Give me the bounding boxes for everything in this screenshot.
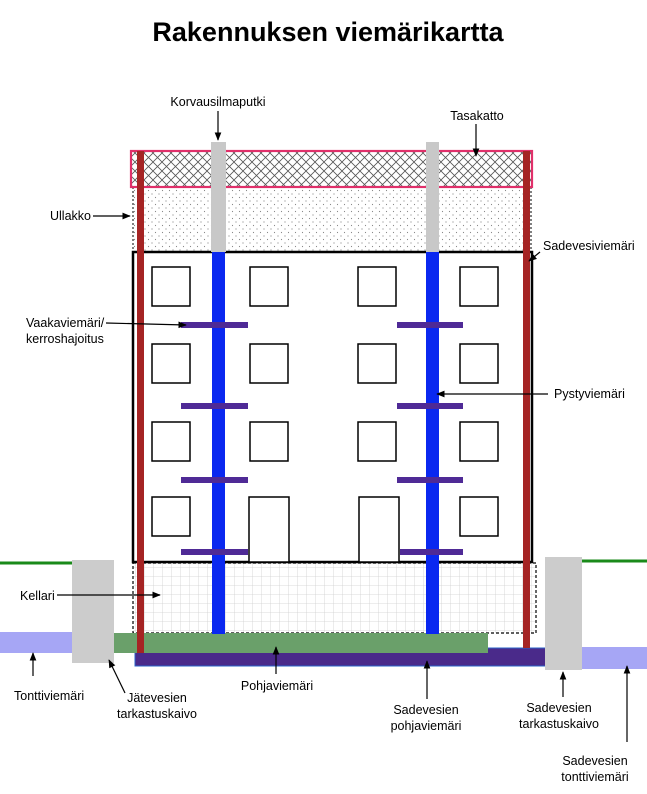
window	[357, 266, 397, 307]
window	[151, 266, 191, 307]
lot-rain-sewer-right	[582, 647, 647, 669]
base-sewer	[113, 633, 488, 653]
label-vaakaviemari-line1: Vaakaviemäri/	[26, 316, 105, 330]
window	[459, 266, 499, 307]
label-sadevesien-tonttiviemari-line2: tonttiviemäri	[561, 770, 628, 784]
horizontal-branch	[397, 477, 463, 483]
page-title: Rakennuksen viemärikartta	[152, 17, 504, 47]
label-kellari: Kellari	[20, 589, 55, 603]
vertical-sewer-left	[212, 252, 225, 634]
label-sadevesien-tarkastuskaivo-line2: tarkastuskaivo	[519, 717, 599, 731]
vertical-sewer-right	[426, 252, 439, 634]
label-sadevesien-tonttiviemari-line1: Sadevesien	[562, 754, 627, 768]
door-right	[358, 496, 400, 563]
door-left	[248, 496, 290, 563]
window	[249, 343, 289, 384]
windows	[151, 266, 499, 537]
horizontal-branch	[400, 549, 463, 555]
horizontal-branch	[181, 549, 248, 555]
arrow	[528, 251, 541, 262]
window	[357, 421, 397, 462]
attic	[133, 187, 530, 252]
horizontal-branch	[397, 403, 463, 409]
label-vaakaviemari-line2: kerroshajoitus	[26, 332, 104, 346]
label-pohjaviemari: Pohjaviemäri	[241, 679, 313, 693]
label-jatevesien-line1: Jätevesien	[127, 691, 187, 705]
window	[151, 496, 191, 537]
window	[249, 266, 289, 307]
window	[459, 496, 499, 537]
basement	[132, 562, 537, 634]
callout-arrows	[29, 111, 631, 742]
label-sadevesien-pohjaviemari-line1: Sadevesien	[393, 703, 458, 717]
window	[459, 421, 499, 462]
window	[249, 421, 289, 462]
label-pystyviemari: Pystyviemäri	[554, 387, 625, 401]
label-sadevesien-tarkastuskaivo-line1: Sadevesien	[526, 701, 591, 715]
label-ullakko: Ullakko	[50, 209, 91, 223]
window	[151, 343, 191, 384]
window	[459, 343, 499, 384]
horizontal-branch	[181, 477, 248, 483]
lot-sewer-left	[0, 632, 72, 653]
horizontal-branch	[181, 322, 248, 328]
vent-pipe-right	[426, 142, 439, 252]
rain-pipe-left	[137, 151, 144, 653]
label-sadevesien-pohjaviemari-line2: pohjaviemäri	[391, 719, 462, 733]
rain-pipe-right	[523, 151, 530, 648]
label-sadevesiviemari: Sadevesiviemäri	[543, 239, 635, 253]
horizontal-branches	[181, 322, 463, 555]
label-tonttiviemari: Tonttiviemäri	[14, 689, 84, 703]
arrow	[105, 321, 187, 329]
window	[357, 343, 397, 384]
waste-water-inspection-well	[72, 560, 114, 663]
label-jatevesien-line2: tarkastuskaivo	[117, 707, 197, 721]
horizontal-branch	[397, 322, 463, 328]
window	[151, 421, 191, 462]
vent-pipe-left	[211, 142, 226, 252]
flat-roof	[129, 149, 534, 189]
label-korvausilmaputki: Korvausilmaputki	[170, 95, 265, 109]
arrow	[108, 659, 126, 694]
horizontal-branch	[181, 403, 248, 409]
label-tasakatto: Tasakatto	[450, 109, 504, 123]
rain-water-inspection-well	[545, 557, 582, 670]
